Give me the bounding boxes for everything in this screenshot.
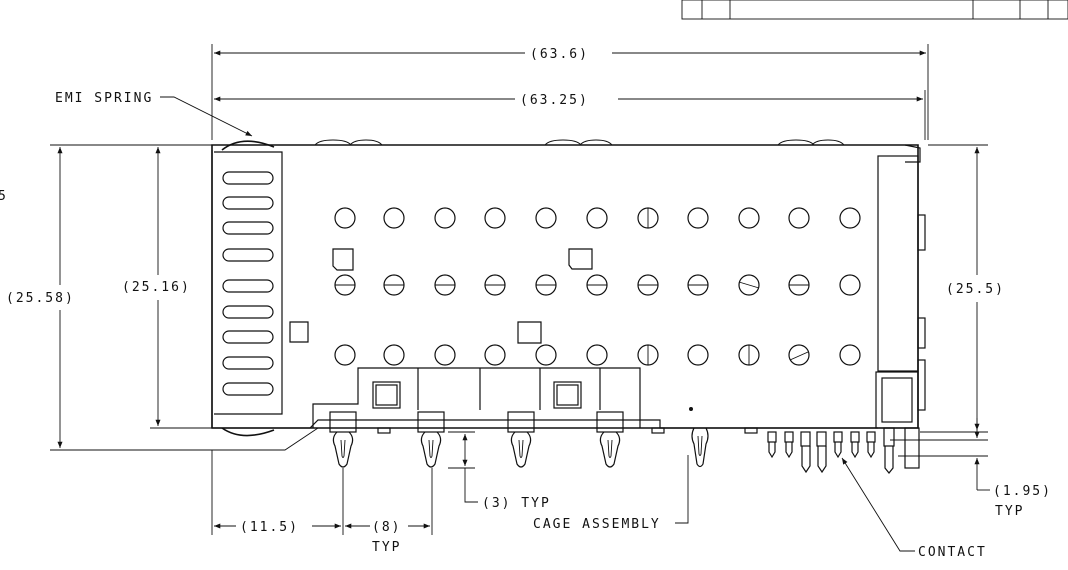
latch-tabs bbox=[289, 248, 593, 344]
dim-right-height-text: (25.5) bbox=[946, 282, 1005, 297]
contact-label: CONTACT bbox=[918, 545, 987, 560]
dim-overall-length: (63.6) bbox=[211, 44, 929, 140]
dim-contact-offset: (1.95) TYP bbox=[890, 418, 1052, 519]
dim-left-height-text: (25.58) bbox=[6, 291, 75, 306]
press-fit-pins bbox=[329, 411, 758, 468]
dim-inner-height-text: (25.16) bbox=[122, 280, 191, 295]
cage-body bbox=[211, 139, 919, 437]
bottom-windows bbox=[312, 367, 693, 428]
dim-pitch-start: (11.5) bbox=[211, 450, 344, 535]
dim-pitch-start-text: (11.5) bbox=[240, 520, 299, 535]
contacts bbox=[767, 427, 920, 474]
board-leader-line bbox=[240, 427, 319, 451]
contact-callout: CONTACT bbox=[841, 457, 987, 560]
dim-cage-length: (63.25) bbox=[213, 90, 926, 140]
dim-pitch: (8) TYP bbox=[345, 468, 433, 555]
dim-pin-length: (3) TYP bbox=[448, 431, 551, 511]
dim-pin-length-text: (3) TYP bbox=[482, 496, 551, 511]
dim-right-height: (25.5) bbox=[920, 144, 1005, 433]
dim-pitch-text: (8) bbox=[372, 520, 401, 535]
dim-cage-length-text: (63.25) bbox=[520, 93, 589, 108]
dim-overall-length-text: (63.6) bbox=[530, 47, 589, 62]
emi-spring-label: EMI SPRING bbox=[55, 91, 153, 106]
dim-inner-height: (25.16) bbox=[122, 146, 215, 429]
right-end-housing bbox=[875, 144, 926, 429]
dim-pitch-note: TYP bbox=[372, 540, 401, 555]
dim-contact-offset-text: (1.95) bbox=[993, 484, 1052, 499]
emi-spring-callout: EMI SPRING bbox=[55, 91, 253, 137]
dim-contact-offset-note: TYP bbox=[995, 504, 1024, 519]
vent-holes bbox=[334, 207, 861, 366]
cage-assembly-callout: CAGE ASSEMBLY bbox=[533, 455, 689, 532]
emi-spring-slots bbox=[222, 171, 274, 396]
title-block bbox=[681, 0, 1068, 20]
left-edge-partial-text: 5 bbox=[0, 189, 8, 204]
cage-assembly-label: CAGE ASSEMBLY bbox=[533, 517, 661, 532]
dim-left-height: (25.58) bbox=[6, 144, 240, 451]
